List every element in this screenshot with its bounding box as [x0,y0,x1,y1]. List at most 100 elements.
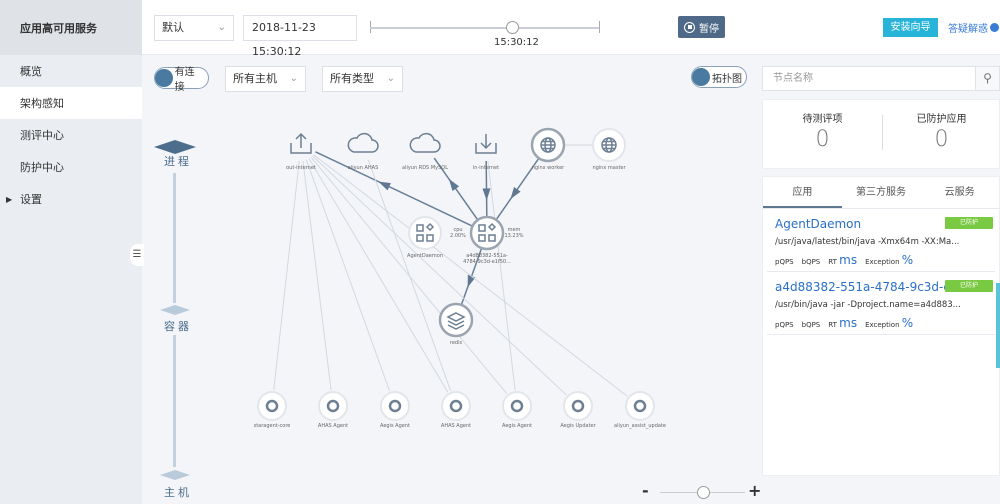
zoom-in-button[interactable]: + [748,481,762,500]
chevron-down-icon: ⌄ [386,73,395,84]
level-axis-graphic [154,140,196,480]
topology-toggle[interactable]: 拓扑图 [691,66,747,88]
topology-toggle-label: 拓扑图 [712,73,742,85]
graph-node-nm[interactable] [592,128,626,162]
app-name[interactable]: a4d88382-551a-4784-9c3d-e... [775,280,963,294]
node-label: Aegis Agent [502,423,532,429]
graph-node-h7[interactable] [625,391,655,421]
download-icon [475,134,497,154]
graph-edge [487,160,516,391]
layers-icon [446,312,466,330]
globe-icon [540,137,556,153]
graph-node-h3[interactable] [380,391,410,421]
timeline-thumb[interactable] [505,21,519,34]
view-select[interactable]: 默认⌄ [154,15,234,41]
level-marker-host[interactable] [160,470,190,480]
datetime-input[interactable]: 2018-11-23 15:30:12 [243,15,357,58]
search-placeholder: 节点名称 [773,73,813,84]
faq-link[interactable]: 答疑解惑 [948,20,999,35]
app-name[interactable]: AgentDaemon [775,217,862,231]
timeline-slider[interactable] [370,27,599,29]
app-title: 应用高可用服务 [0,0,142,55]
graph-node-ahas[interactable] [347,132,379,153]
app-list-item[interactable]: a4d88382-551a-4784-9c3d-e... 已防护 /usr/bi… [767,272,995,335]
pause-button[interactable]: 暂停 [678,16,725,38]
install-guide-button[interactable]: 安装向导 [883,18,938,37]
status-badge: 已防护 [945,280,993,292]
cloud-icon [347,132,379,153]
level-marker-container[interactable] [160,305,190,315]
edge-arrow [448,178,460,191]
panel-scrollbar[interactable] [996,283,1000,368]
zoom-slider-thumb[interactable] [696,486,710,499]
node-search-input[interactable]: 节点名称 ⚲ [762,66,1000,91]
tab-cloud-services[interactable]: 云服务 [944,187,975,198]
graph-node-redis[interactable] [438,302,474,338]
graph-node-nw[interactable] [530,127,566,163]
metric-rt: RT [828,258,837,266]
graph-node-h4[interactable] [441,391,471,421]
connection-toggle-label: 有连接 [174,67,195,93]
sidebar-item-evaluation[interactable]: 测评中心 [0,119,142,151]
node-circle [438,302,474,338]
app-metrics: pQPS bQPS RT ms Exception % [775,253,987,267]
tab-applications[interactable]: 应用 [763,177,842,208]
graph-node-out[interactable] [290,132,312,154]
metric-rt-unit: ms [839,316,858,330]
app-list-item[interactable]: AgentDaemon 已防护 /usr/java/latest/bin/jav… [767,209,995,272]
graph-edge [305,159,391,392]
app-command: /usr/bin/java -jar -Dproject.name=a4d883… [775,300,961,310]
metric-bqps: bQPS [801,321,821,329]
stat-label: 待测评项 [802,114,843,125]
node-label: nginx worker [531,165,565,171]
graph-node-h5[interactable] [502,391,532,421]
agent-icon [388,399,402,413]
node-circle [408,216,442,250]
graph-node-in[interactable] [475,134,497,154]
agent-icon [265,399,279,413]
sidebar-item-protection[interactable]: 防护中心 [0,151,142,183]
apps-icon [416,222,435,242]
metric-rt-unit: ms [839,253,858,267]
graph-node-h1[interactable] [257,391,287,421]
connection-toggle[interactable]: 有连接 [154,67,209,93]
node-label: aliyun_assist_update [614,423,666,429]
graph-node-h6[interactable] [563,391,593,421]
caret-right-icon: ▶ [6,194,13,204]
metric-exception-unit: % [901,316,914,330]
app-metrics: pQPS bQPS RT ms Exception % [775,316,987,330]
graph-node-ad[interactable] [408,216,442,250]
node-label: aliyun AHAS [347,165,379,171]
collapse-sidebar-button[interactable]: ☰ [130,244,144,266]
type-select[interactable]: 所有类型⌄ [322,66,403,92]
sidebar-item-overview[interactable]: 概览 [0,55,142,87]
globe-icon [601,137,617,153]
graph-node-rds[interactable] [409,132,441,153]
edge-arrow [467,274,476,288]
node-circle [380,391,410,421]
node-circle [257,391,287,421]
node-label: redis [449,340,463,346]
level-marker-process[interactable] [154,140,196,154]
level-track [173,173,176,303]
zoom-out-button[interactable]: - [642,481,649,500]
host-select[interactable]: 所有主机⌄ [225,66,306,92]
level-label-host: 主机 [164,486,192,499]
search-icon[interactable]: ⚲ [975,67,999,90]
node-circle [441,391,471,421]
agent-icon [633,399,647,413]
upload-icon [290,132,312,154]
metric-rt: RT [828,321,837,329]
sidebar-item-architecture[interactable]: 架构感知 [0,87,142,119]
graph-edge [273,160,300,391]
tab-third-party[interactable]: 第三方服务 [856,187,906,198]
datetime-value: 2018-11-23 15:30:12 [252,21,316,58]
node-circle [592,128,626,162]
graph-node-h2[interactable] [318,391,348,421]
chevron-down-icon: ⌄ [289,73,298,84]
sidebar-item-settings[interactable]: ▶设置 [0,183,142,215]
